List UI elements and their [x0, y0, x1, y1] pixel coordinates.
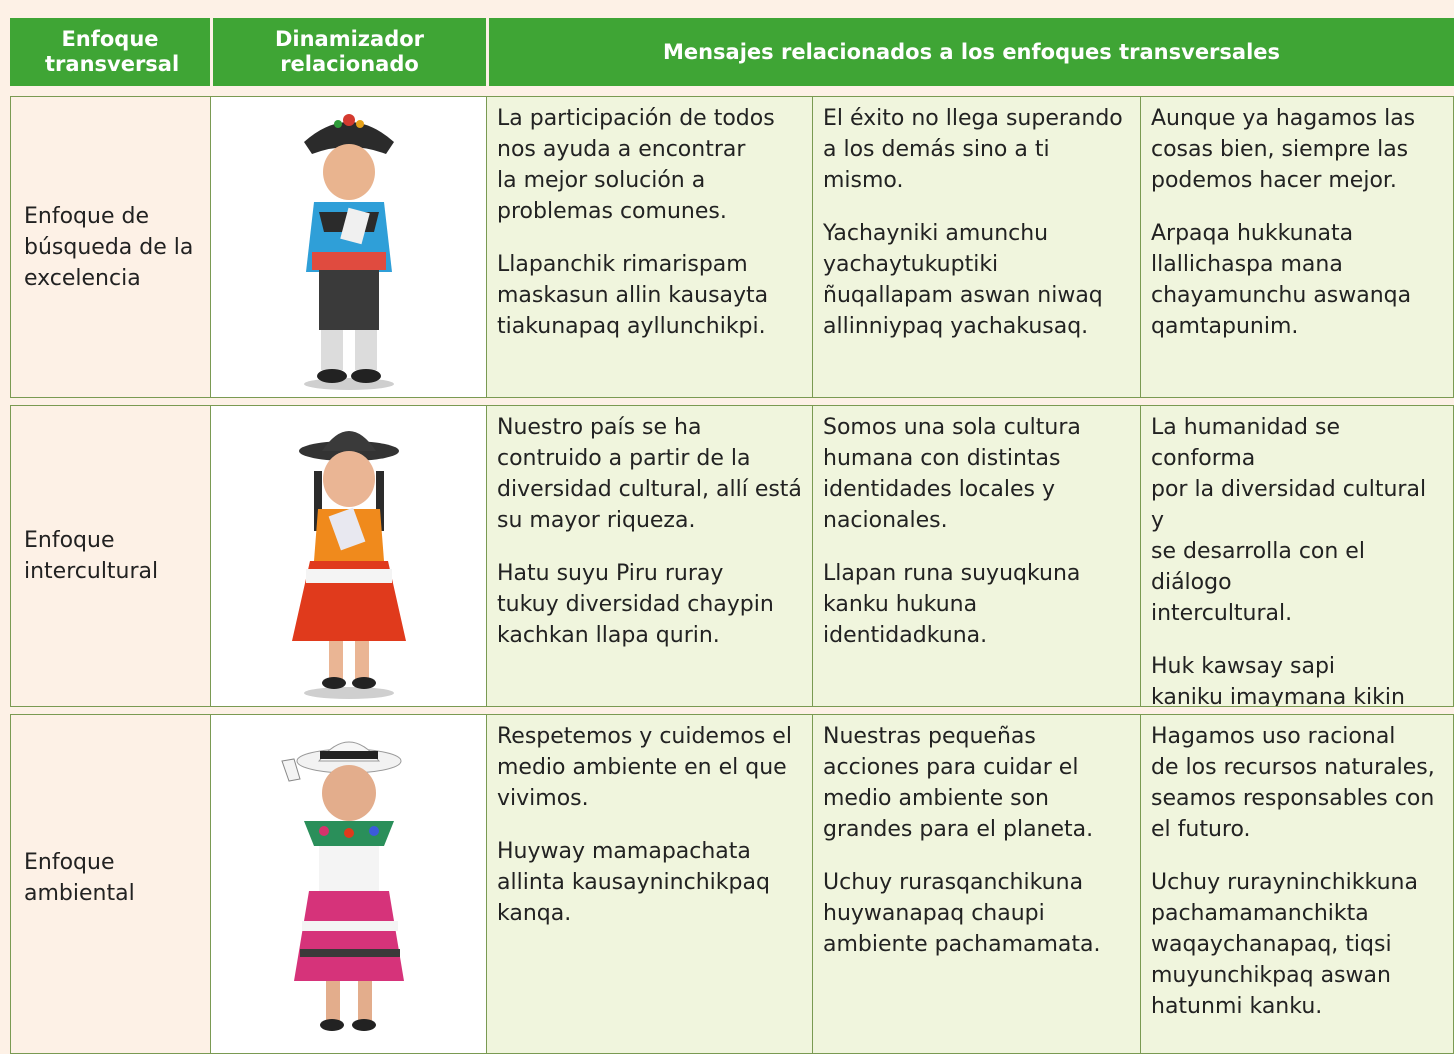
table-row: Enfoque intercultural Nuestro país se ha… — [10, 405, 1454, 707]
message-quechua: Huyway mamapachata allinta kausayninchik… — [497, 839, 770, 926]
message-cell: Respetemos y cuidemos el medio ambiente … — [487, 715, 813, 1053]
message-cell: Somos una sola cultura humana con distin… — [813, 406, 1141, 706]
header-col2-label: Dinamizador relacionado — [274, 27, 425, 76]
message-cell: Hagamos uso racional de los recursos nat… — [1141, 715, 1453, 1053]
approach-name: Enfoque intercultural — [11, 406, 211, 706]
header-dinamizador: Dinamizador relacionado — [213, 18, 486, 86]
approach-name-text: Enfoque intercultural — [24, 528, 159, 584]
message-quechua: Llapan runa suyuqkuna kanku hukuna ident… — [823, 561, 1081, 648]
approach-name-text: Enfoque ambiental — [24, 850, 135, 906]
message-spanish: Respetemos y cuidemos el medio ambiente … — [497, 724, 792, 811]
message-spanish: Nuestras pequeñas acciones para cuidar e… — [823, 724, 1094, 842]
transversal-approaches-table: Enfoque transversal Dinamizador relacion… — [10, 0, 1454, 1054]
header-col3-label: Mensajes relacionados a los enfoques tra… — [662, 39, 1281, 64]
message-quechua: Uchuy rurayninchikkuna pachamamanchikta … — [1151, 870, 1418, 1019]
message-quechua: Huk kawsay sapi kaniku imaymana kikin ka… — [1151, 654, 1405, 706]
approach-name-text: Enfoque de búsqueda de la excelencia — [24, 203, 194, 291]
message-cell: Nuestro país se ha contruido a partir de… — [487, 406, 813, 706]
message-spanish: El éxito no llega superando a los demás … — [823, 106, 1123, 193]
message-cell: Nuestras pequeñas acciones para cuidar e… — [813, 715, 1141, 1053]
approach-name: Enfoque ambiental — [11, 715, 211, 1053]
header-mensajes: Mensajes relacionados a los enfoques tra… — [489, 18, 1454, 86]
message-spanish: Aunque ya hagamos las cosas bien, siempr… — [1151, 106, 1416, 193]
message-quechua: Yachayniki amunchu yachaytukuptiki ñuqal… — [823, 221, 1103, 339]
message-quechua: Uchuy rurasqanchikuna huywanapaq chaupi … — [823, 870, 1101, 957]
message-spanish: La participación de todos nos ayuda a en… — [497, 106, 775, 224]
girl-character-illustration — [291, 431, 406, 699]
header-enfoque-transversal: Enfoque transversal — [10, 18, 210, 86]
character-illustration — [211, 406, 487, 706]
message-quechua: Arpaqa hukkunata llallichaspa mana chaya… — [1151, 221, 1412, 339]
header-divider — [210, 18, 213, 86]
message-spanish: Nuestro país se ha contruido a partir de… — [497, 415, 802, 533]
message-spanish: Somos una sola cultura humana con distin… — [823, 415, 1081, 533]
header-divider — [486, 18, 489, 86]
message-quechua: Llapanchik rimarispam maskasun allin kau… — [497, 252, 769, 339]
character-illustration — [211, 97, 487, 397]
message-cell: La participación de todos nos ayuda a en… — [487, 97, 813, 397]
message-cell: Aunque ya hagamos las cosas bien, siempr… — [1141, 97, 1453, 397]
approach-name: Enfoque de búsqueda de la excelencia — [11, 97, 211, 397]
character-illustration — [211, 715, 487, 1053]
message-spanish: La humanidad se conforma por la diversid… — [1151, 415, 1427, 626]
message-spanish: Hagamos uso racional de los recursos nat… — [1151, 724, 1435, 842]
table-row: Enfoque ambiental Respetemos y cuidemos … — [10, 714, 1454, 1054]
table-header: Enfoque transversal Dinamizador relacion… — [10, 18, 1454, 86]
message-cell: El éxito no llega superando a los demás … — [813, 97, 1141, 397]
header-col1-label: Enfoque transversal — [45, 27, 180, 76]
woman-character-illustration — [280, 741, 404, 1031]
message-quechua: Hatu suyu Piru ruray tukuy diversidad ch… — [497, 561, 774, 648]
message-cell: La humanidad se conforma por la diversid… — [1141, 406, 1453, 706]
boy-character-illustration — [303, 114, 394, 390]
table-row: Enfoque de búsqueda de la excelencia La … — [10, 96, 1454, 398]
